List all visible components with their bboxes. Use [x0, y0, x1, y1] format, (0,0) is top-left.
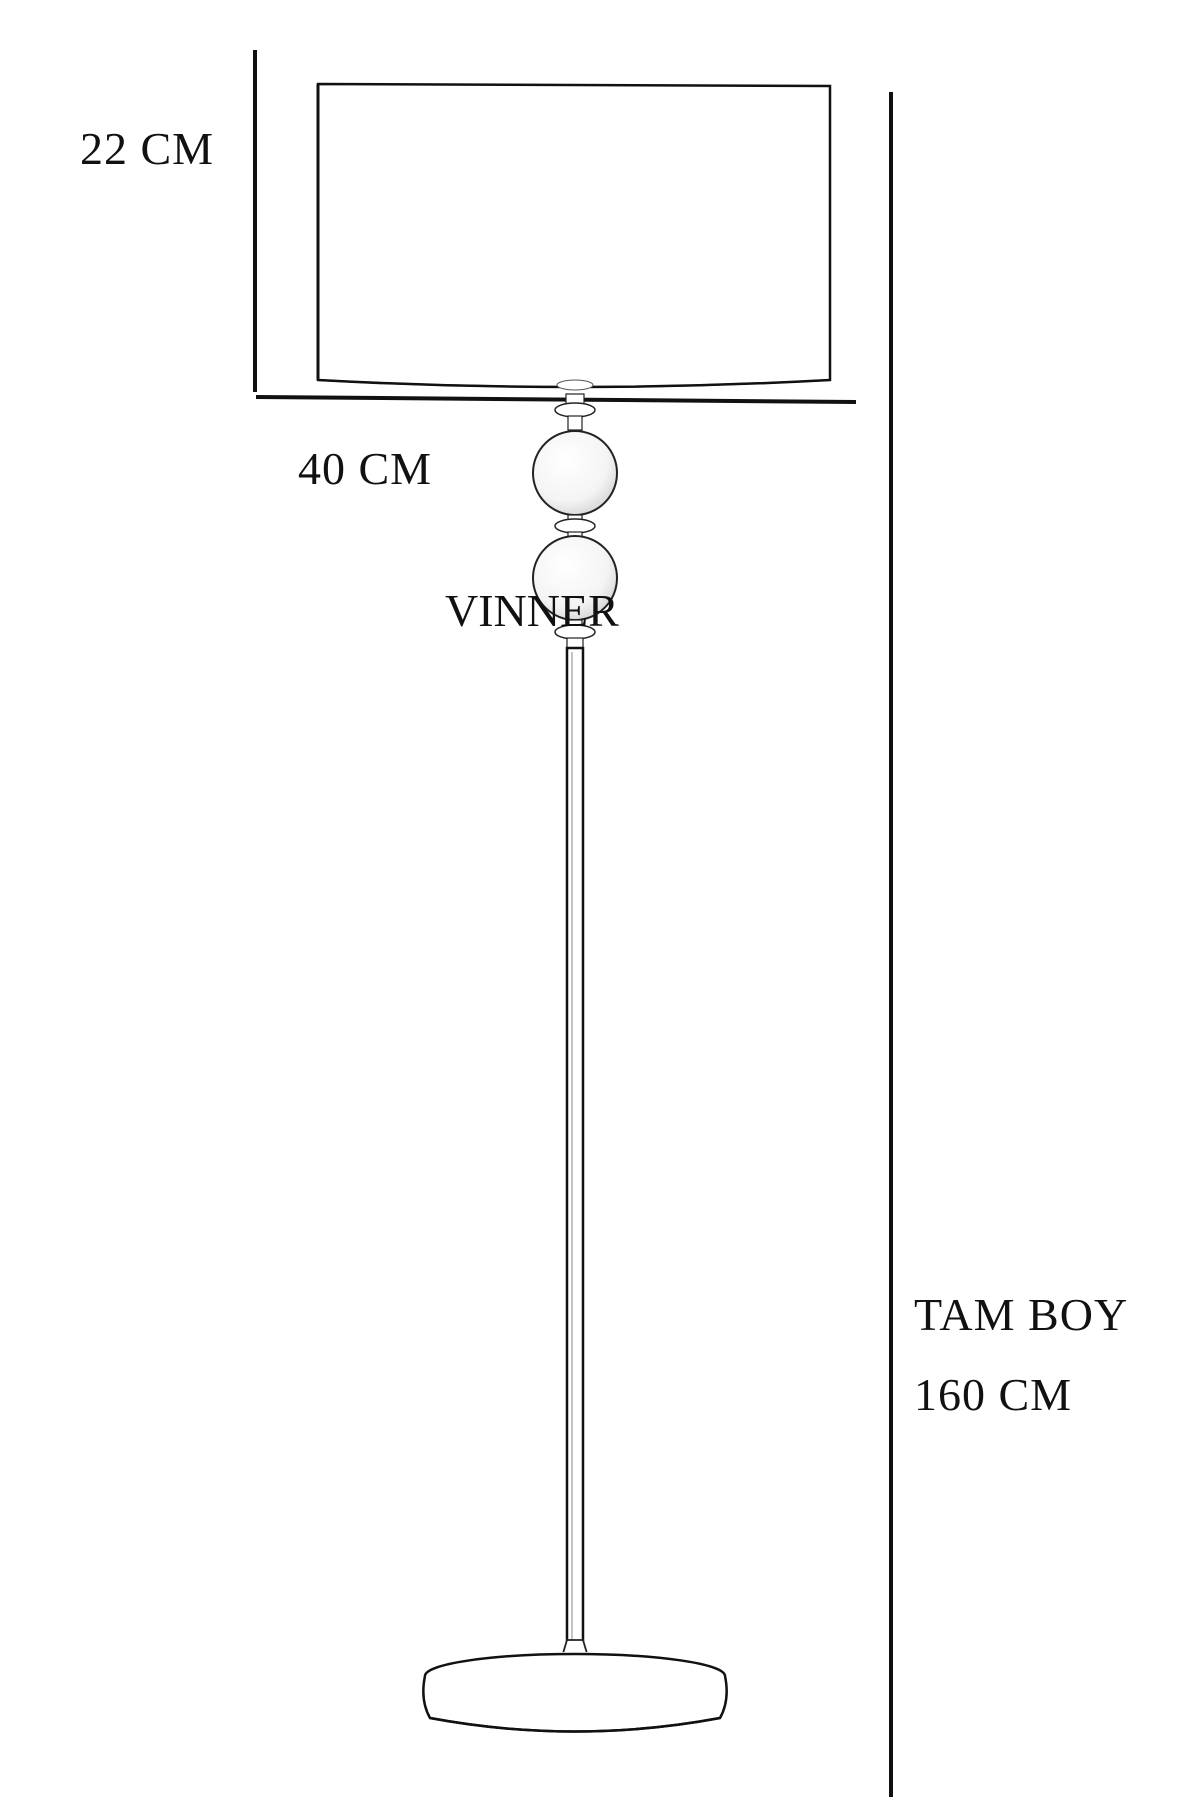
glass-ball-upper [532, 430, 618, 516]
shade-height-label: 22 CM [80, 123, 215, 174]
product-name-label: VINNER [445, 585, 619, 636]
total-height-title: TAM BOY [914, 1289, 1129, 1340]
lamp-shade [316, 82, 832, 391]
total-height-value: 160 CM [914, 1369, 1073, 1420]
crystal-ring-top [554, 402, 596, 418]
shade-width-label: 40 CM [298, 443, 433, 494]
lamp-base [410, 1652, 740, 1733]
crystal-ring-middle [554, 518, 596, 534]
lamp-pole [565, 646, 585, 1650]
shade-width-dimension-line [255, 395, 857, 404]
lamp-neck [532, 393, 618, 649]
